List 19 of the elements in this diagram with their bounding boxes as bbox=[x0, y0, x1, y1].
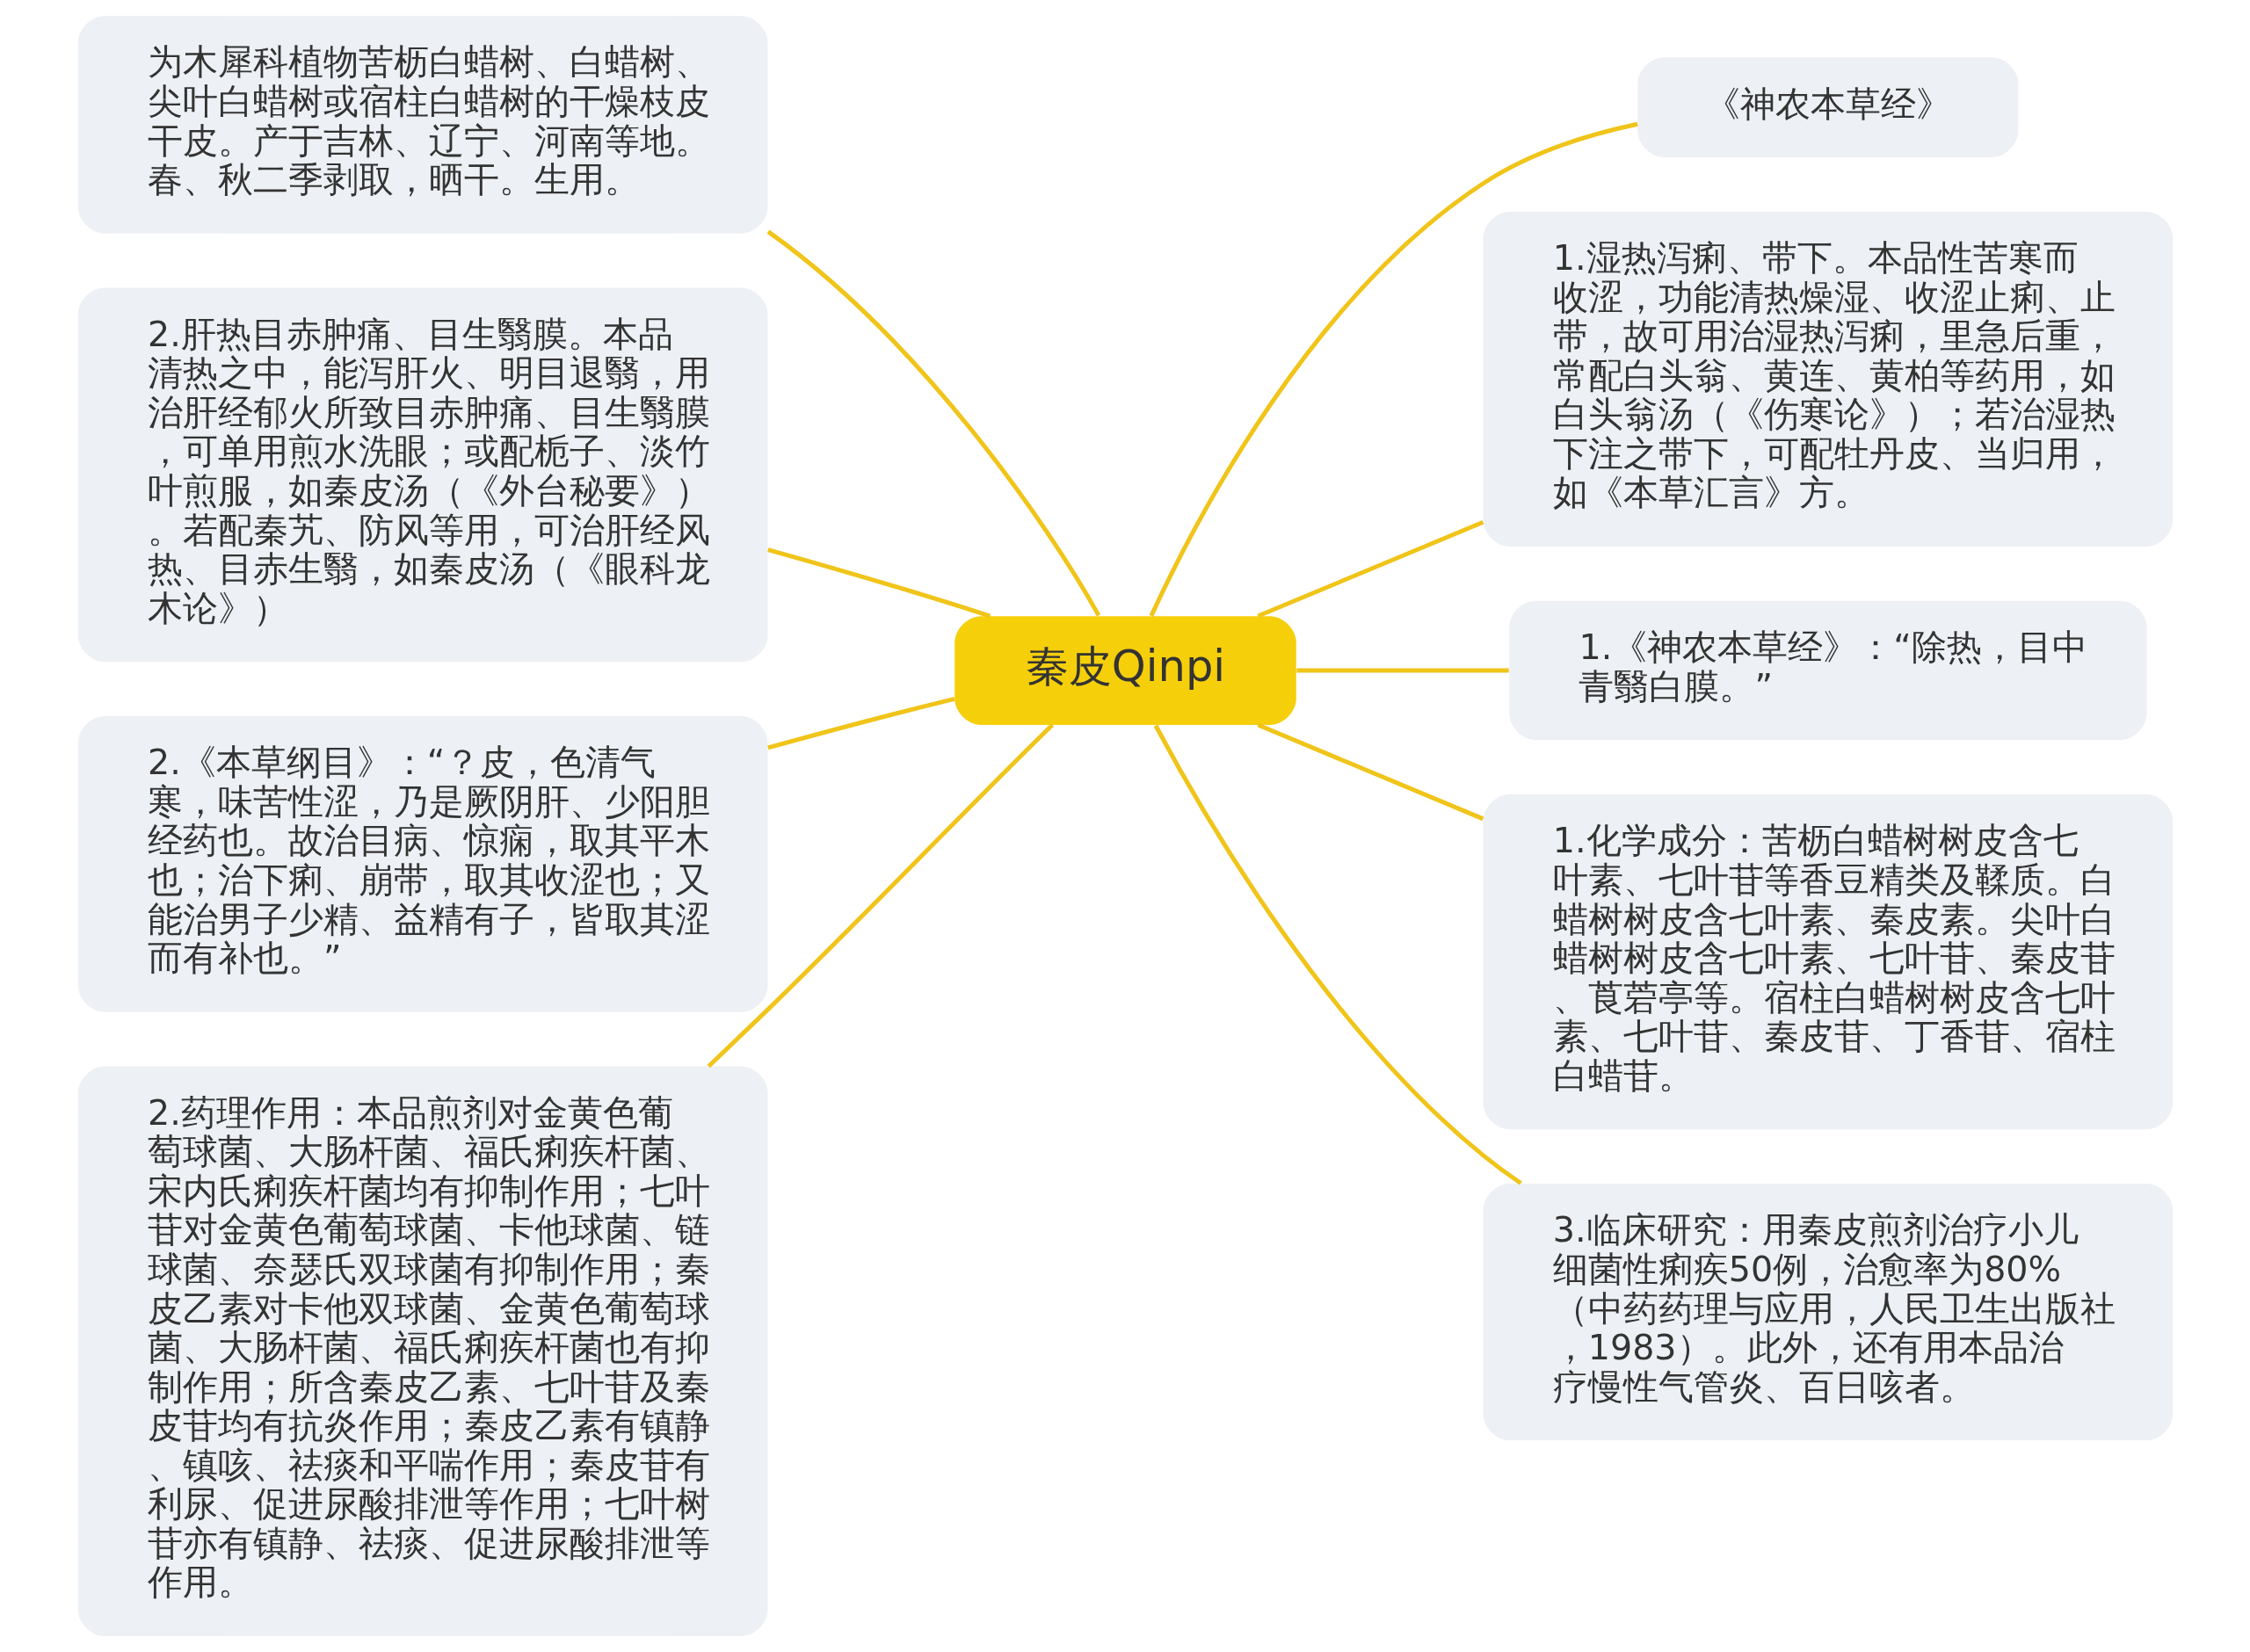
node-box: 3.临床研究：用秦皮煎剂治疗小儿细菌性痢疾50例，治愈率为80%（中药药理与应用，人民卫生出版社，1983）。此外，还有用本品治疗慢性气管炎、百日咳者。 bbox=[1483, 1184, 2173, 1441]
node-box: 《神农本草经》 bbox=[1637, 57, 2018, 157]
node-box: 2.《本草纲目》：“？皮，色清气寒，味苦性涩，乃是厥阴肝、少阳胆经药也。故治目病、惊痫，取其平木也；治下痢、崩带，取其收涩也；又能治男子少精、益精有子，皆取其涩而有补也。” bbox=[77, 716, 767, 1012]
node-box: 2.肝热目赤肿痛、目生翳膜。本品清热之中，能泻肝火、明目退翳，用治肝经郁火所致目赤肿痛、目生翳膜，可单用煎水洗眼；或配栀子、淡竹叶煎服，如秦皮汤（《外台秘要》）。若配秦艽、防风等用，可治肝经风热、目赤生翳，如秦皮汤（《眼科龙木论》） bbox=[77, 287, 767, 663]
connector bbox=[1257, 722, 1484, 822]
connector bbox=[766, 229, 1100, 617]
node-box: 1.《神农本草经》：“除热，目中青翳白膜。” bbox=[1508, 600, 2146, 741]
node-box: 2.药理作用：本品煎剂对金黄色葡萄球菌、大肠杆菌、福氏痢疾杆菌、宋内氏痢疾杆菌均有抑制作用；七叶苷对金黄色葡萄球菌、卡他球菌、链球菌、奈瑟氏双球菌有抑制作用；秦皮乙素对卡他双球菌、金黄色葡萄球菌、大肠杆菌、福氏痢疾杆菌也有抑制作用；所含秦皮乙素、七叶苷及秦皮苷均有抗炎作用；秦皮乙素有镇静、镇咳、祛痰和平喘作用；秦皮苷有利尿、促进尿酸排泄等作用；七叶树苷亦有镇静、祛痰、促进尿酸排泄等作用。 bbox=[77, 1066, 767, 1636]
node-box: 1.化学成分：苦枥白蜡树树皮含七叶素、七叶苷等香豆精类及鞣质。白蜡树树皮含七叶素、秦皮素。尖叶白蜡树树皮含七叶素、七叶苷、秦皮苷、莨菪亭等。宿柱白蜡树树皮含七叶素、七叶苷、秦皮苷、丁香苷、宿柱白蜡苷。 bbox=[1483, 794, 2173, 1130]
connector bbox=[707, 723, 1054, 1069]
connector bbox=[1153, 724, 1522, 1185]
node-box: 秦皮Qinpi bbox=[954, 616, 1296, 725]
connector bbox=[766, 547, 991, 619]
connector bbox=[1257, 519, 1484, 619]
node-box: 1.湿热泻痢、带下。本品性苦寒而收涩，功能清热燥湿、收涩止痢、止带，故可用治湿热泻痢，里急后重，常配白头翁、黄连、黄柏等药用，如白头翁汤（《伤寒论》）；若治湿热下注之带下，可配牡丹皮、当归用，如《本草汇言》方。 bbox=[1483, 211, 2173, 547]
node-box: 为木犀科植物苦枥白蜡树、白蜡树、尖叶白蜡树或宿柱白蜡树的干燥枝皮干皮。产于吉林、辽宁、河南等地。春、秋二季剥取，晒干。生用。 bbox=[77, 16, 767, 234]
connector bbox=[766, 696, 955, 750]
connector bbox=[1149, 121, 1638, 617]
connector bbox=[1296, 668, 1509, 673]
